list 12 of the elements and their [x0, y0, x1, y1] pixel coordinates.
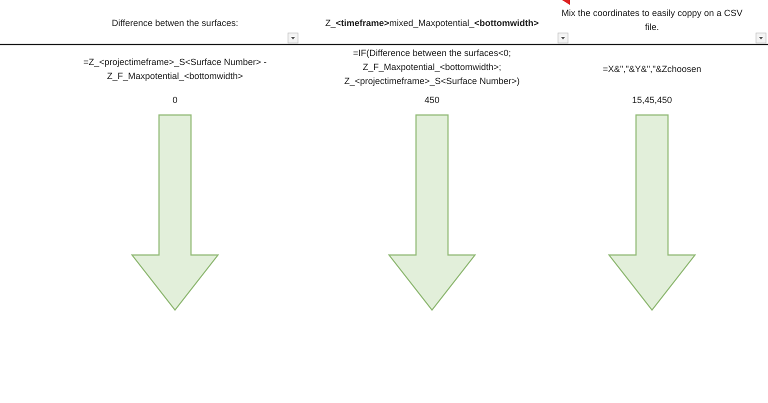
- formula-text: =Z_<projectimeframe>_S<Surface Number> - Z_F_Maxpotential_<bottomwidth>: [82, 56, 268, 83]
- column-header: Mix the coordinates to easily coppy on a CSV file.: [560, 7, 744, 34]
- cell-value: 450: [382, 93, 482, 107]
- cell-value: 0: [125, 93, 225, 107]
- block-arrow: [608, 114, 696, 311]
- column-header: Z_<timeframe>mixed_Maxpotential_<bottomwidth>: [324, 17, 540, 30]
- cell-value: 15,45,450: [602, 93, 702, 107]
- block-arrow: [130, 114, 220, 311]
- column-header: Difference betwen the surfaces:: [110, 17, 240, 30]
- block-arrow: [388, 114, 476, 311]
- formula-text: =IF(Difference between the surfaces<0; Z_F_Maxpotential_<bottomwidth>; Z_<projectimeframe>_S<Surface Number>): [343, 47, 521, 88]
- formula-text: =X&","&Y&","&Zchoosen: [602, 63, 702, 76]
